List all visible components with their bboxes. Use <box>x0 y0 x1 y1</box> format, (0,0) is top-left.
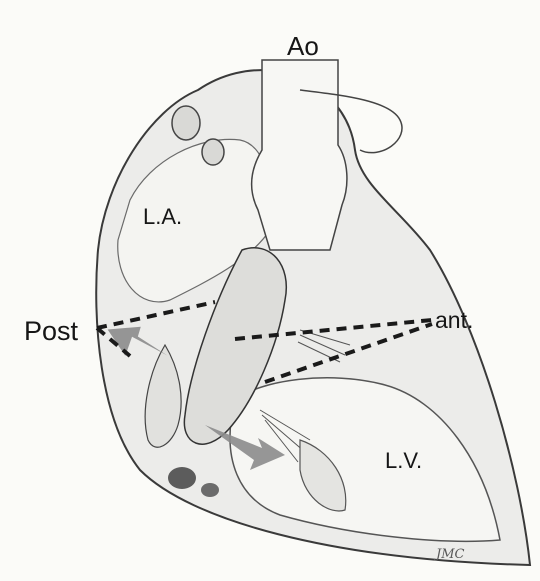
artist-signature: JMC <box>433 547 465 562</box>
coronary-vessel <box>201 483 219 497</box>
anterior-label: ant. <box>435 309 473 332</box>
coronary-vessel <box>168 467 196 489</box>
left-atrium-label: L.A. <box>143 206 182 228</box>
aorta-label: Ao <box>287 33 319 59</box>
pulmonary-vein-ostium <box>172 106 200 140</box>
posterior-label: Post <box>24 318 78 345</box>
aorta-trunk <box>252 60 347 250</box>
pulmonary-vein-ostium <box>202 139 224 165</box>
left-ventricle-label: L.V. <box>385 450 422 472</box>
